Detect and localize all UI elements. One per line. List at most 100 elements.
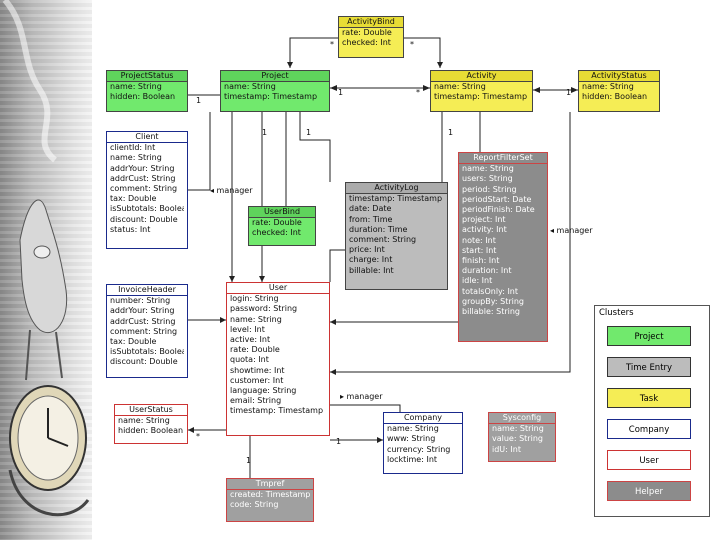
user-class[interactable]: User login: String password: String name… xyxy=(226,282,330,436)
class-title: Company xyxy=(384,413,462,424)
class-attribute: users: String xyxy=(462,174,544,184)
class-attribute: billable: String xyxy=(462,307,544,317)
class-attribute: checked: Int xyxy=(252,228,312,238)
class-title: InvoiceHeader xyxy=(107,285,187,296)
class-attribute: rate: Double xyxy=(252,218,312,228)
multiplicity-label: 1 xyxy=(196,96,201,105)
class-attribute: price: Int xyxy=(349,245,444,255)
multiplicity-label: * xyxy=(416,88,420,97)
class-attribute: project: Int xyxy=(462,215,544,225)
reportfilterset-class[interactable]: ReportFilterSet name: String users: Stri… xyxy=(458,152,548,342)
class-attribute: name: String xyxy=(462,164,544,174)
multiplicity-label: 1 xyxy=(246,456,251,465)
multiplicity-label: * xyxy=(196,432,200,441)
class-attribute: period: String xyxy=(462,185,544,195)
class-attribute: isSubtotals: Boolean xyxy=(110,347,184,357)
class-attribute: groupBy: String xyxy=(462,297,544,307)
class-attribute: from: Time xyxy=(349,215,444,225)
class-attribute: billable: Int xyxy=(349,266,444,276)
activitylog-class[interactable]: ActivityLog timestamp: Timestamp date: D… xyxy=(345,182,448,290)
class-attribute: www: String xyxy=(387,434,459,444)
project-class[interactable]: Project name: String timestamp: Timestam… xyxy=(220,70,330,112)
class-title: User xyxy=(227,283,329,294)
userbind-class[interactable]: UserBind rate: Double checked: Int xyxy=(248,206,316,246)
class-attribute: tax: Double xyxy=(110,194,184,204)
class-attribute: discount: Double xyxy=(110,215,184,225)
class-title: Sysconfig xyxy=(489,413,555,424)
class-attribute: login: String xyxy=(230,294,326,304)
class-attribute: level: Int xyxy=(230,325,326,335)
class-attribute: name: String xyxy=(387,424,459,434)
class-attribute: timestamp: Timestamp xyxy=(224,92,326,102)
invoiceheader-class[interactable]: InvoiceHeader number: String addrYour: S… xyxy=(106,284,188,378)
class-attribute: name: String xyxy=(224,82,326,92)
class-attribute: date: Date xyxy=(349,204,444,214)
class-attribute: code: String xyxy=(230,500,310,510)
class-attribute: value: String xyxy=(492,434,552,444)
class-attribute: idU: Int xyxy=(492,445,552,455)
clusters-legend: Clusters Project Time Entry Task Company… xyxy=(594,305,710,517)
activitybind-class[interactable]: ActivityBind rate: Double checked: Int xyxy=(338,16,404,58)
class-attribute: name: String xyxy=(434,82,529,92)
multiplicity-label: * xyxy=(410,40,414,49)
sysconfig-class[interactable]: Sysconfig name: String value: String idU… xyxy=(488,412,556,462)
multiplicity-label: * xyxy=(330,40,334,49)
class-attribute: name: String xyxy=(110,82,184,92)
class-attribute: finish: Int xyxy=(462,256,544,266)
projectstatus-class[interactable]: ProjectStatus name: String hidden: Boole… xyxy=(106,70,188,112)
class-attribute: note: Int xyxy=(462,236,544,246)
class-title: ActivityLog xyxy=(346,183,447,194)
class-attribute: hidden: Boolean xyxy=(110,92,184,102)
class-attribute: showtime: Int xyxy=(230,366,326,376)
multiplicity-label: 1 xyxy=(338,88,343,97)
class-attribute: tax: Double xyxy=(110,337,184,347)
legend-item-user: User xyxy=(607,450,691,470)
class-attribute: discount: Double xyxy=(110,357,184,367)
class-attribute: customer: Int xyxy=(230,376,326,386)
class-attribute: periodFinish: Date xyxy=(462,205,544,215)
class-attribute: addrCust: String xyxy=(110,174,184,184)
class-attribute: comment: String xyxy=(110,184,184,194)
legend-item-company: Company xyxy=(607,419,691,439)
manager-label: ◂ manager xyxy=(550,226,593,235)
class-attribute: comment: String xyxy=(110,327,184,337)
class-attribute: email: String xyxy=(230,396,326,406)
class-attribute: timestamp: Timestamp xyxy=(434,92,529,102)
activity-class[interactable]: Activity name: String timestamp: Timesta… xyxy=(430,70,533,112)
manager-label: ▸ manager xyxy=(340,392,383,401)
class-attribute: addrYour: String xyxy=(110,306,184,316)
class-attribute: currency: String xyxy=(387,445,459,455)
class-attribute: rate: Double xyxy=(342,28,400,38)
class-attribute: charge: Int xyxy=(349,255,444,265)
multiplicity-label: 1 xyxy=(262,128,267,137)
class-attribute: locktime: Int xyxy=(387,455,459,465)
class-attribute: periodStart: Date xyxy=(462,195,544,205)
class-title: Tmpref xyxy=(227,479,313,490)
userstatus-class[interactable]: UserStatus name: String hidden: Boolean xyxy=(114,404,188,444)
class-title: ActivityBind xyxy=(339,17,403,28)
legend-title: Clusters xyxy=(599,308,634,318)
class-attribute: name: String xyxy=(582,82,656,92)
activitystatus-class[interactable]: ActivityStatus name: String hidden: Bool… xyxy=(578,70,660,112)
class-title: ProjectStatus xyxy=(107,71,187,82)
company-class[interactable]: Company name: String www: String currenc… xyxy=(383,412,463,474)
class-attribute: rate: Double xyxy=(230,345,326,355)
class-attribute: name: String xyxy=(492,424,552,434)
legend-item-time-entry: Time Entry xyxy=(607,357,691,377)
class-attribute: activity: Int xyxy=(462,225,544,235)
class-title: ActivityStatus xyxy=(579,71,659,82)
tmpref-class[interactable]: Tmpref created: Timestamp code: String xyxy=(226,478,314,522)
legend-item-task: Task xyxy=(607,388,691,408)
class-title: Client xyxy=(107,132,187,143)
class-attribute: number: String xyxy=(110,296,184,306)
class-attribute: checked: Int xyxy=(342,38,400,48)
class-attribute: created: Timestamp xyxy=(230,490,310,500)
class-attribute: timestamp: Timestamp xyxy=(349,194,444,204)
class-attribute: hidden: Boolean xyxy=(582,92,656,102)
class-attribute: timestamp: Timestamp xyxy=(230,406,326,416)
class-attribute: active: Int xyxy=(230,335,326,345)
class-attribute: isSubtotals: Boolean xyxy=(110,204,184,214)
class-title: UserStatus xyxy=(115,405,187,416)
client-class[interactable]: Client clientId: Int name: String addrYo… xyxy=(106,131,188,249)
legend-item-project: Project xyxy=(607,326,691,346)
